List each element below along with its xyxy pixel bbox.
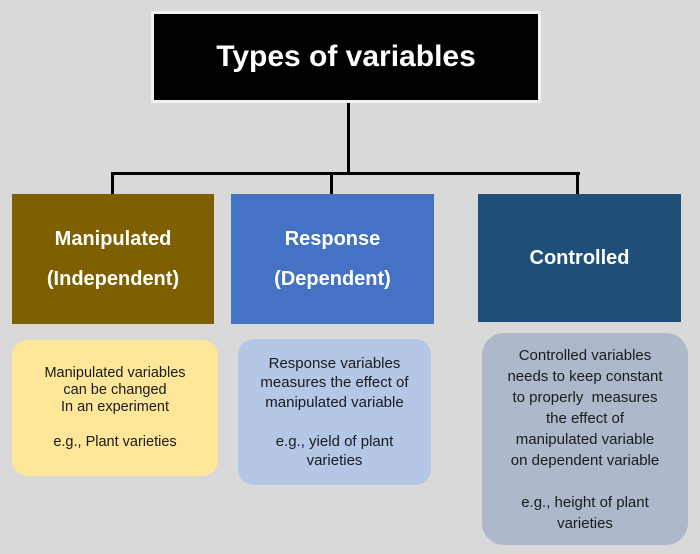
- note-manipulated: Manipulated variables can be changed In …: [12, 340, 218, 476]
- header-manipulated-label: Manipulated (Independent): [46, 228, 180, 290]
- header-response-label: Response (Dependent): [274, 228, 391, 290]
- header-response: Response (Dependent): [231, 194, 434, 324]
- note-controlled-text: Controlled variables needs to keep const…: [507, 346, 663, 532]
- connector-drop-manipulated: [111, 172, 114, 195]
- note-manipulated-text: Manipulated variables can be changed In …: [44, 365, 186, 450]
- note-controlled: Controlled variables needs to keep const…: [482, 333, 688, 545]
- header-controlled-label: Controlled: [529, 247, 630, 269]
- title-box: Types of variables: [151, 11, 541, 103]
- header-manipulated: Manipulated (Independent): [12, 194, 214, 324]
- connector-horizontal: [111, 172, 580, 175]
- connector-stem: [347, 103, 350, 174]
- connector-drop-controlled: [576, 172, 579, 195]
- header-controlled: Controlled: [478, 194, 681, 322]
- diagram-title: Types of variables: [216, 40, 476, 73]
- note-response: Response variables measures the effect o…: [238, 339, 431, 485]
- note-response-text: Response variables measures the effect o…: [260, 354, 409, 470]
- connector-drop-response: [330, 172, 333, 195]
